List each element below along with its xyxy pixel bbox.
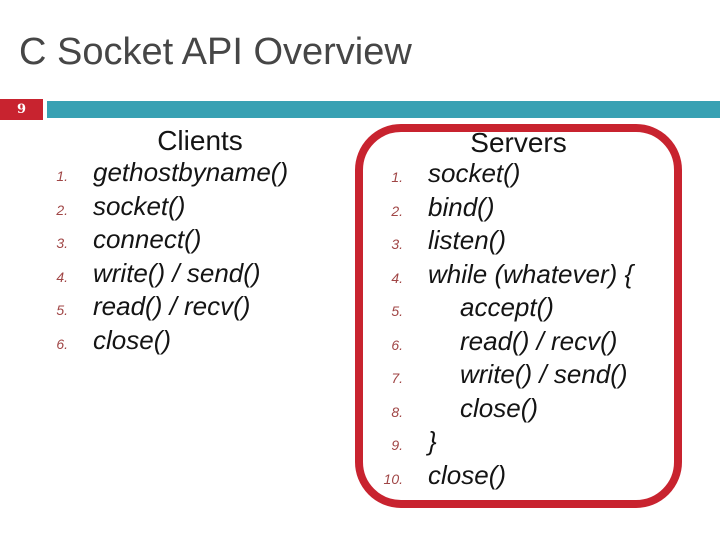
list-item: 2. socket() — [45, 190, 355, 224]
item-number: 2. — [56, 201, 68, 218]
item-text: } — [428, 426, 437, 456]
list-item: 6. close() — [45, 324, 355, 358]
item-text: close() — [93, 324, 172, 355]
list-item: 4. write() / send() — [45, 257, 355, 291]
list-item: 4. while (whatever) { — [363, 258, 674, 292]
item-text: accept() — [460, 292, 554, 322]
item-text: read() / recv() — [93, 291, 251, 321]
item-number: 6. — [56, 335, 68, 352]
accent-bar — [47, 101, 720, 118]
list-item: 8. close() — [363, 392, 674, 426]
list-item: 3. listen() — [363, 224, 674, 258]
list-item: 5. read() / recv() — [45, 290, 355, 324]
list-item: 7. write() / send() — [363, 358, 674, 392]
list-item: 5. accept() — [363, 291, 674, 325]
item-number: 5. — [56, 302, 68, 318]
item-text: connect() — [93, 224, 202, 254]
list-item: 2. bind() — [363, 191, 674, 225]
item-number: 1. — [391, 169, 403, 185]
slide-title: C Socket API Overview — [19, 31, 412, 73]
item-text: write() / send() — [93, 257, 261, 288]
item-text: close() — [428, 459, 507, 490]
list-item: 6. read() / recv() — [363, 325, 674, 359]
item-number: 4. — [56, 268, 68, 285]
item-number: 3. — [391, 236, 403, 252]
item-number: 9. — [391, 437, 403, 453]
list-item: 1. socket() — [363, 157, 674, 191]
servers-list: 1. socket() 2. bind() 3. listen() 4. whi… — [363, 157, 674, 492]
clients-list: 1. gethostbyname() 2. socket() 3. connec… — [45, 156, 355, 357]
page-number-badge: 9 — [0, 99, 43, 120]
item-text: gethostbyname() — [93, 157, 289, 187]
servers-box: Servers 1. socket() 2. bind() 3. listen(… — [355, 124, 682, 508]
item-number: 4. — [391, 269, 403, 286]
item-text: socket() — [428, 158, 521, 188]
list-item: 10. close() — [363, 459, 674, 493]
item-text: socket() — [93, 190, 186, 221]
item-number: 8. — [391, 403, 403, 420]
item-text: while (whatever) { — [428, 258, 634, 289]
item-number: 7. — [391, 370, 403, 386]
item-text: close() — [460, 392, 539, 423]
servers-header: Servers — [470, 127, 567, 158]
list-item: 3. connect() — [45, 223, 355, 257]
clients-header: Clients — [157, 125, 243, 156]
item-number: 10. — [383, 470, 403, 487]
list-item: 9. } — [363, 425, 674, 459]
item-text: bind() — [428, 191, 495, 222]
item-number: 1. — [56, 168, 68, 184]
item-text: write() / send() — [460, 359, 628, 389]
list-item: 1. gethostbyname() — [45, 156, 355, 190]
item-number: 5. — [391, 303, 403, 319]
item-number: 2. — [391, 202, 403, 219]
item-text: listen() — [428, 225, 507, 255]
item-number: 6. — [391, 336, 403, 353]
item-number: 3. — [56, 235, 68, 251]
item-text: read() / recv() — [460, 325, 618, 356]
